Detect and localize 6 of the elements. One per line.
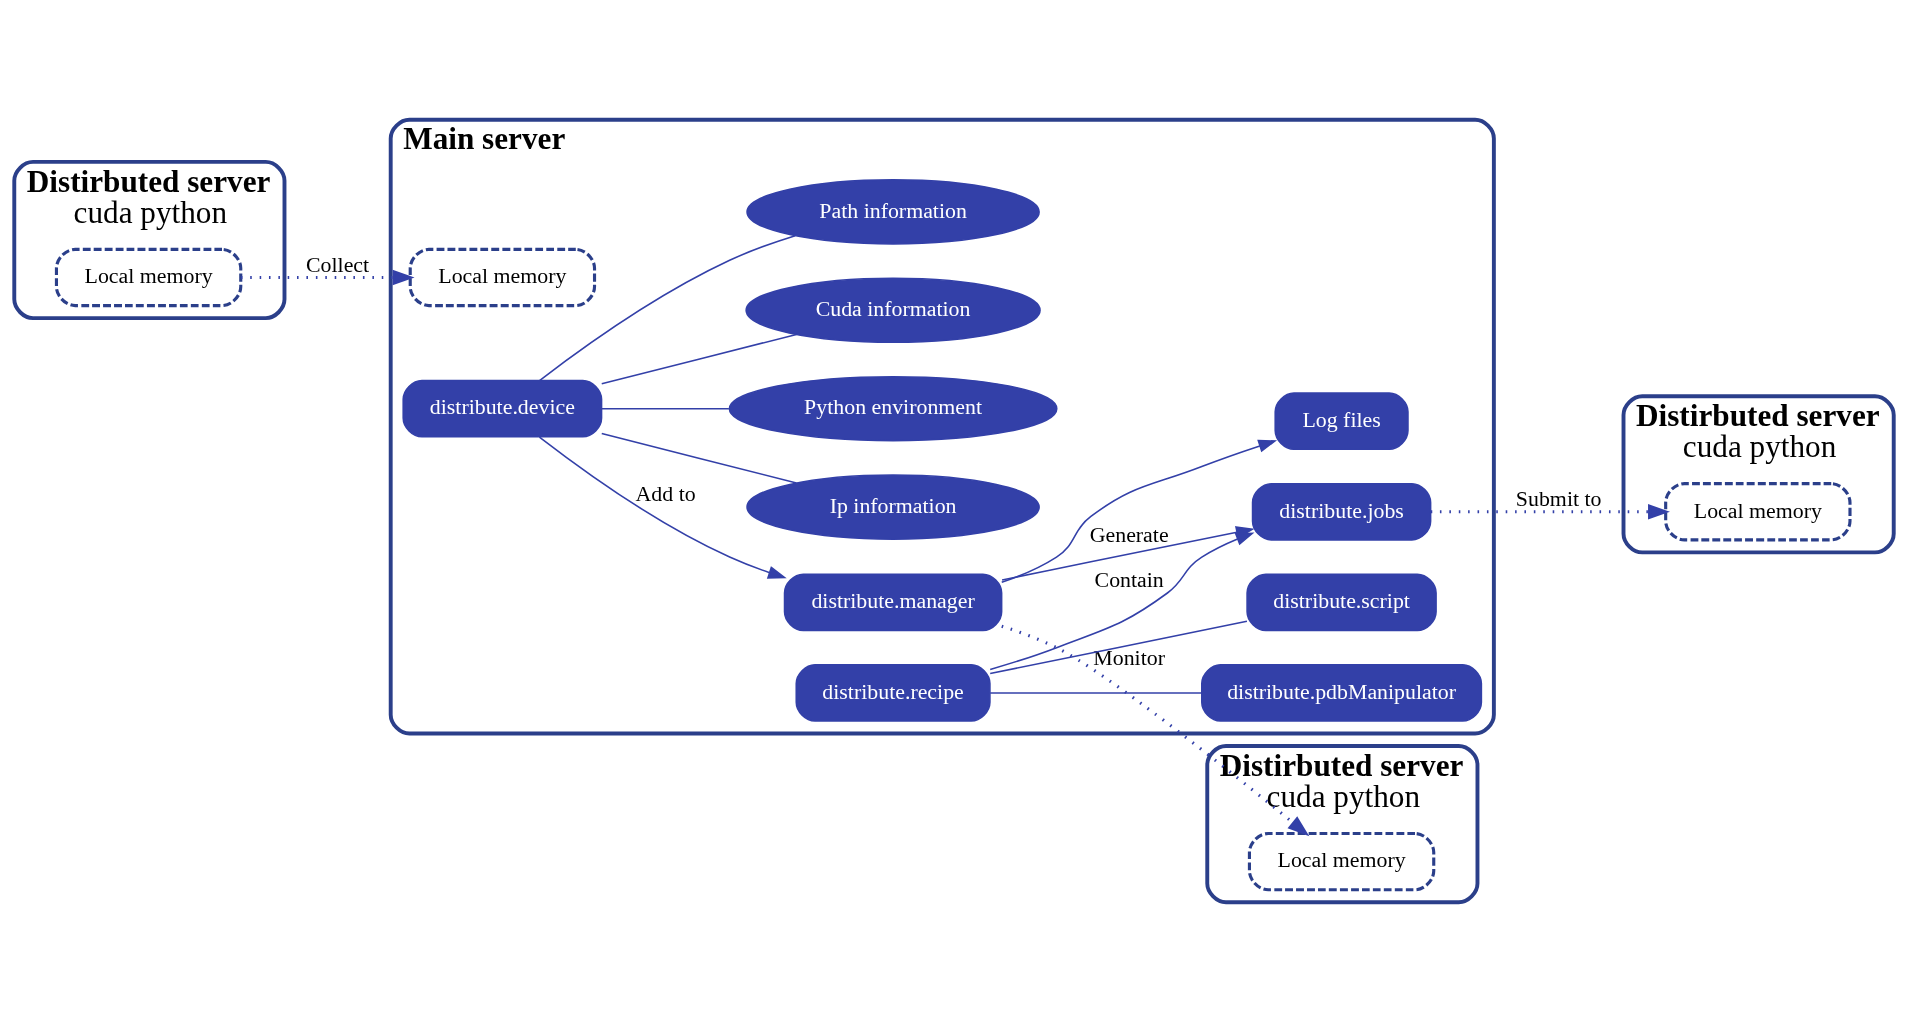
edge-label: Submit to <box>1515 486 1602 511</box>
edge-label: Monitor <box>1093 645 1165 670</box>
edge-label: Contain <box>1094 567 1164 592</box>
edge-label: Generate <box>1089 522 1169 547</box>
edge-label: Add to <box>635 481 696 506</box>
edge-label: Collect <box>306 252 370 277</box>
